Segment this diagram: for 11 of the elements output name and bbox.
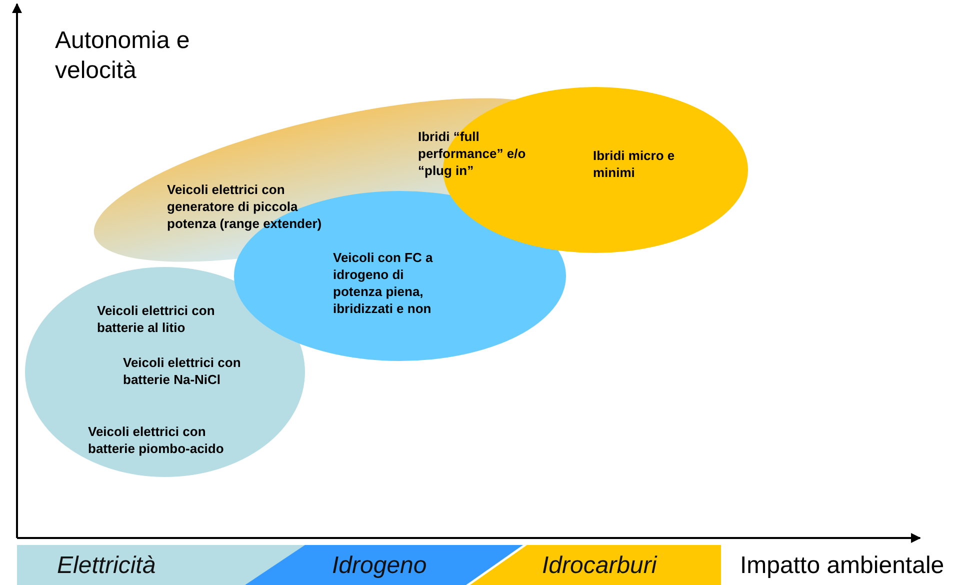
band-label: Elettricità: [57, 551, 156, 581]
bubble-label: Veicoli elettrici con generatore di piccola potenza (range extender): [167, 181, 323, 232]
bubble-label: Ibridi micro e minimi: [593, 147, 676, 181]
bubble-label: Veicoli con FC a idrogeno di potenza piena, ibridizzati e non: [333, 249, 434, 317]
axis-title: Impatto ambientale: [740, 551, 946, 581]
band-label: Idrocarburi: [542, 551, 657, 581]
bubble-label: Veicoli elettrici con batterie al litio: [97, 302, 216, 336]
band-label: Idrogeno: [332, 551, 427, 581]
bubble-label: Veicoli elettrici con batterie Na-NiCl: [123, 354, 242, 388]
axis-title: Autonomia e velocità: [55, 26, 191, 86]
bubble-label: Veicoli elettrici con batterie piombo-acido: [88, 423, 225, 457]
